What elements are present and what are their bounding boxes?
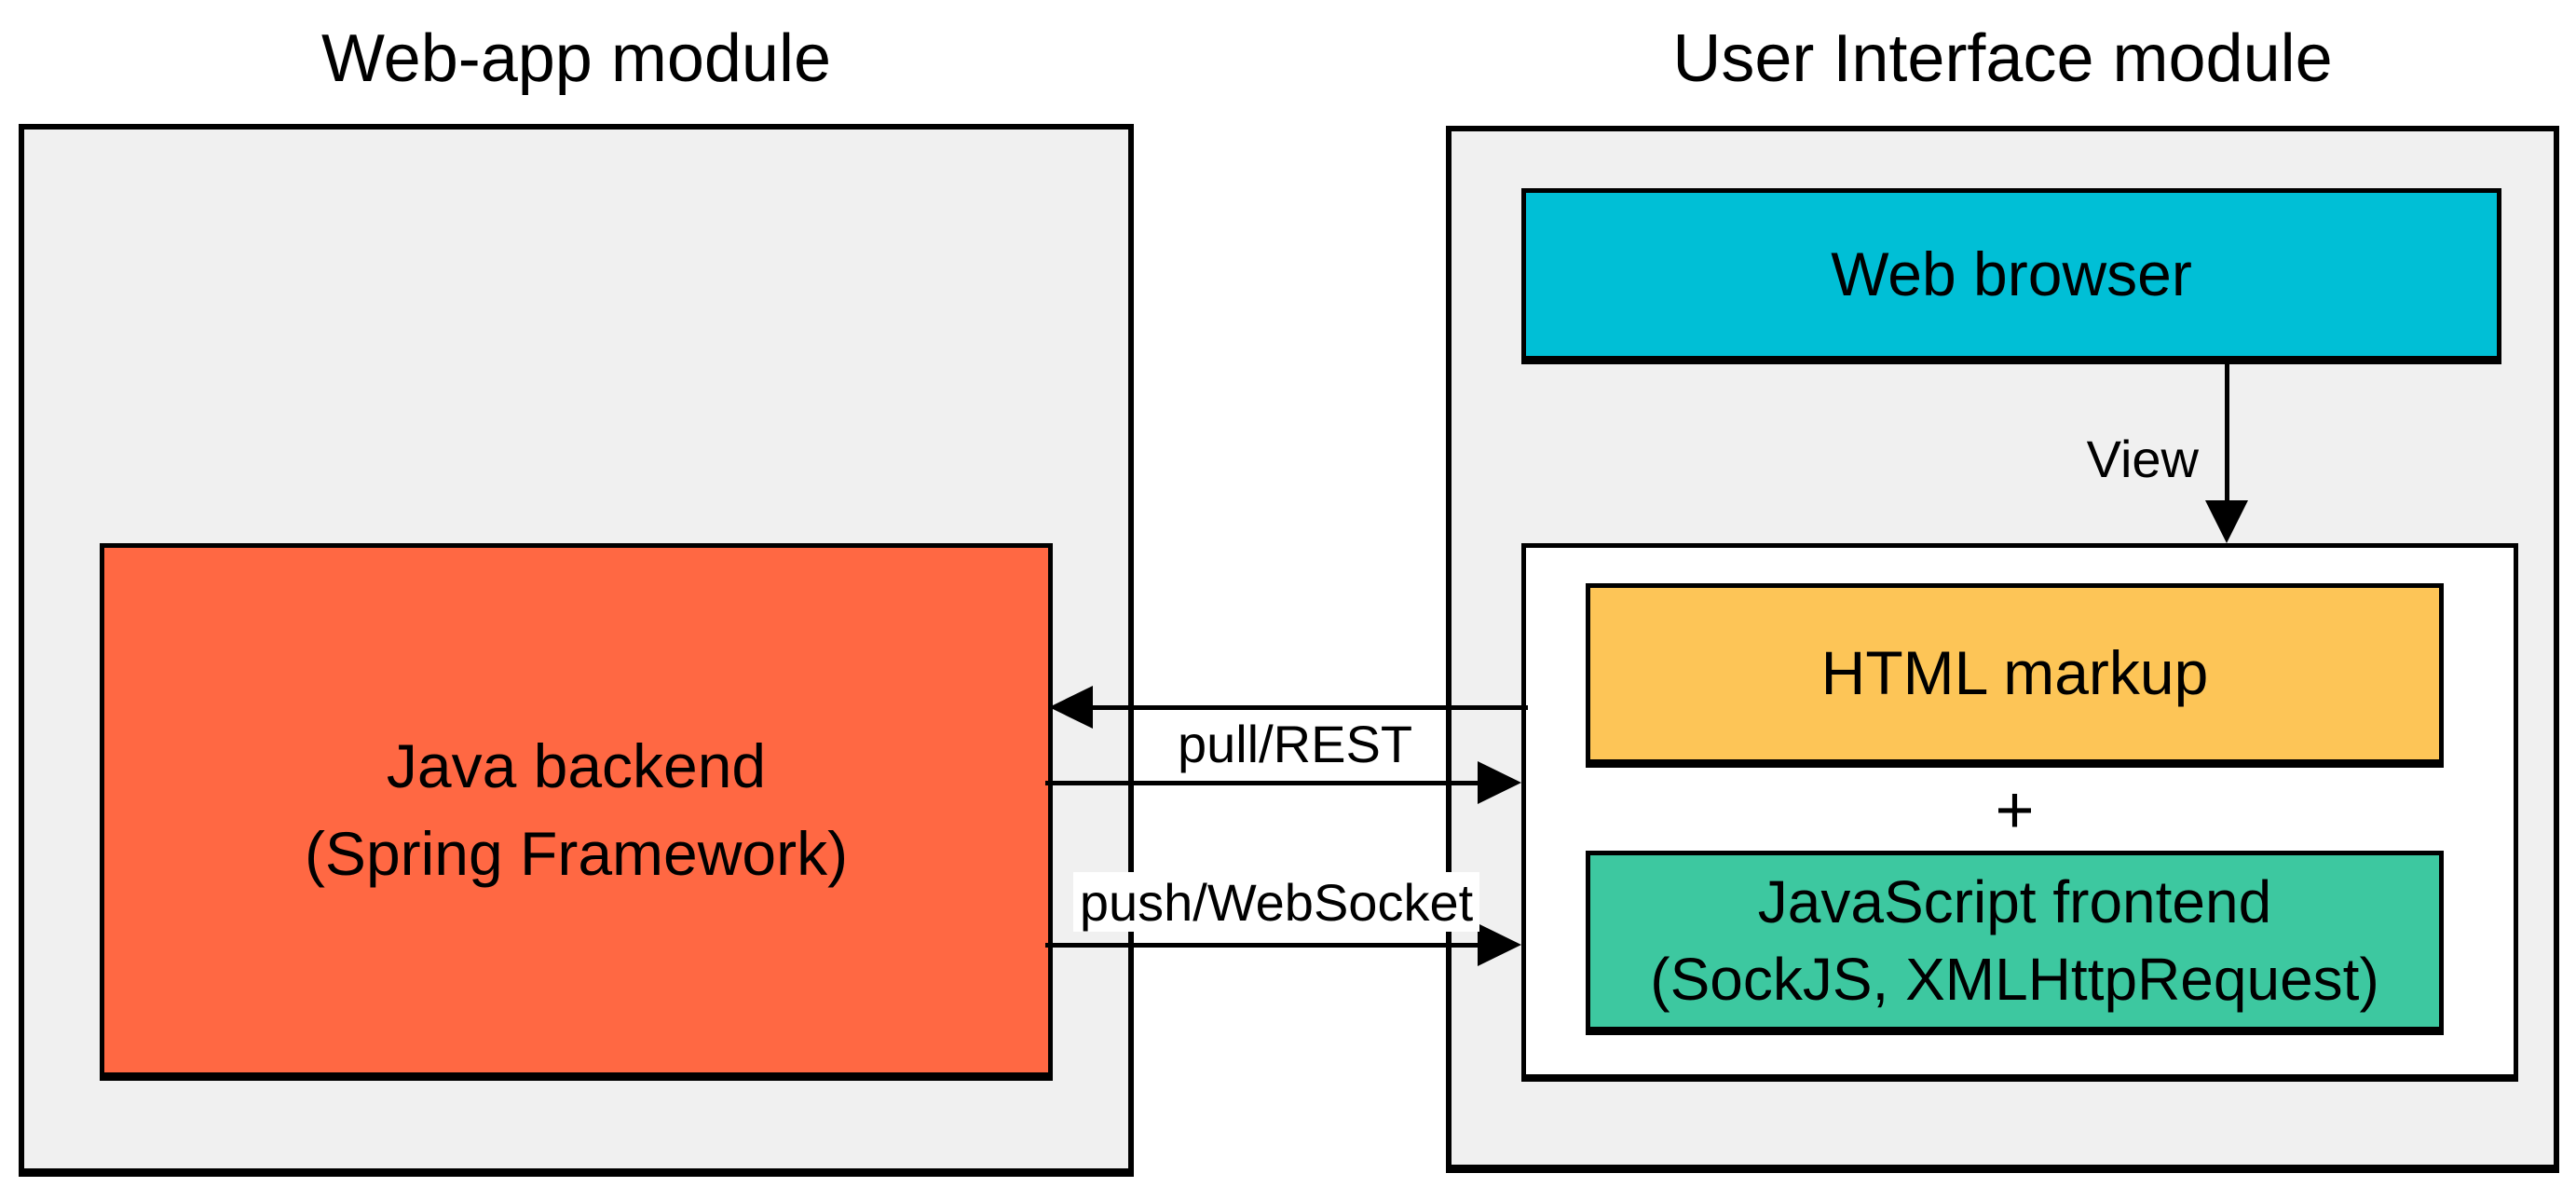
html-markup-label: HTML markup [1820,638,2209,708]
response-arrowhead-icon [1049,686,1093,729]
javascript-frontend-box: JavaScript frontend (SockJS, XMLHttpRequ… [1586,851,2444,1035]
pull-rest-arrow-line [1045,781,1481,785]
push-websocket-label: push/WebSocket [1073,872,1479,932]
web-browser-label: Web browser [1831,239,2192,308]
java-backend-label-line2: (Spring Framework) [304,818,849,888]
view-arrow-line [2225,363,2229,503]
java-backend-box: Java backend (Spring Framework) [100,543,1053,1081]
pull-rest-label: pull/REST [1153,714,1437,773]
java-backend-label-line1: Java backend [386,730,767,800]
view-arrowhead-icon [2205,500,2248,543]
javascript-frontend-label-line1: JavaScript frontend [1757,867,2272,935]
web-app-module-title: Web-app module [321,21,831,96]
web-browser-box: Web browser [1521,188,2501,364]
plus-sign: + [1995,773,2035,848]
response-arrow-line [1090,705,1528,710]
user-interface-module-title: User Interface module [1672,21,2333,96]
push-websocket-arrowhead-icon [1478,923,1521,966]
pull-rest-arrowhead-icon [1478,761,1521,804]
javascript-frontend-label-line2: (SockJS, XMLHttpRequest) [1650,946,2379,1013]
push-websocket-arrow-line [1045,943,1481,948]
html-markup-box: HTML markup [1586,583,2444,768]
view-arrow-label: View [2086,429,2199,488]
